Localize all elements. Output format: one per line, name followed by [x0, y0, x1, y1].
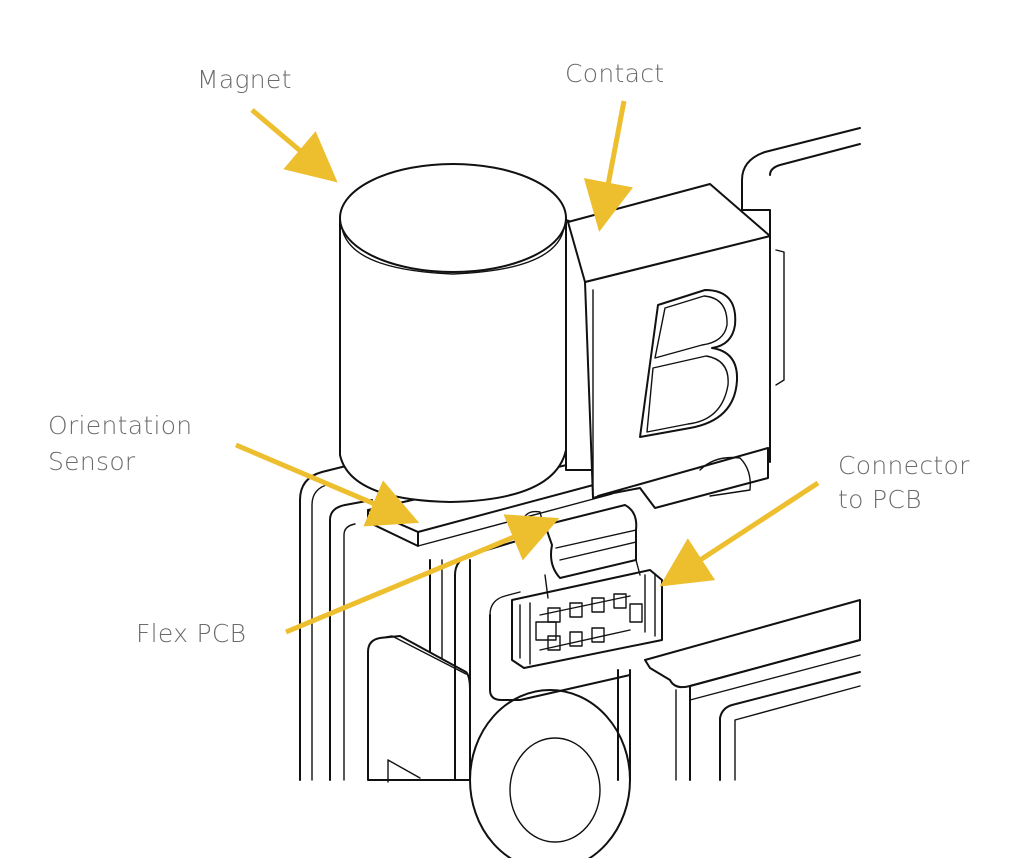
connector-label-line1: Connector [838, 451, 970, 480]
contact-arrow [583, 100, 634, 232]
flex-pcb [544, 504, 641, 599]
orientation-sensor-label-line1: Orientation [48, 411, 193, 440]
orientation-sensor-arrow [235, 442, 420, 527]
magnet-arrow [250, 108, 338, 183]
magnet-cylinder [339, 163, 567, 503]
housing-frame [741, 127, 861, 463]
contact-block [565, 183, 771, 509]
connector [511, 569, 663, 669]
annotation-arrows [235, 100, 820, 635]
flex-pcb-label: Flex PCB [136, 619, 247, 648]
orientation-sensor-label-line2: Sensor [48, 447, 136, 476]
connector-arrow [659, 480, 820, 587]
contact-label: Contact [565, 59, 665, 88]
flex-pcb-arrow [285, 514, 560, 635]
connector-label-line2: to PCB [838, 485, 922, 514]
magnet-label: Magnet [197, 65, 292, 94]
right-plate [644, 599, 861, 781]
